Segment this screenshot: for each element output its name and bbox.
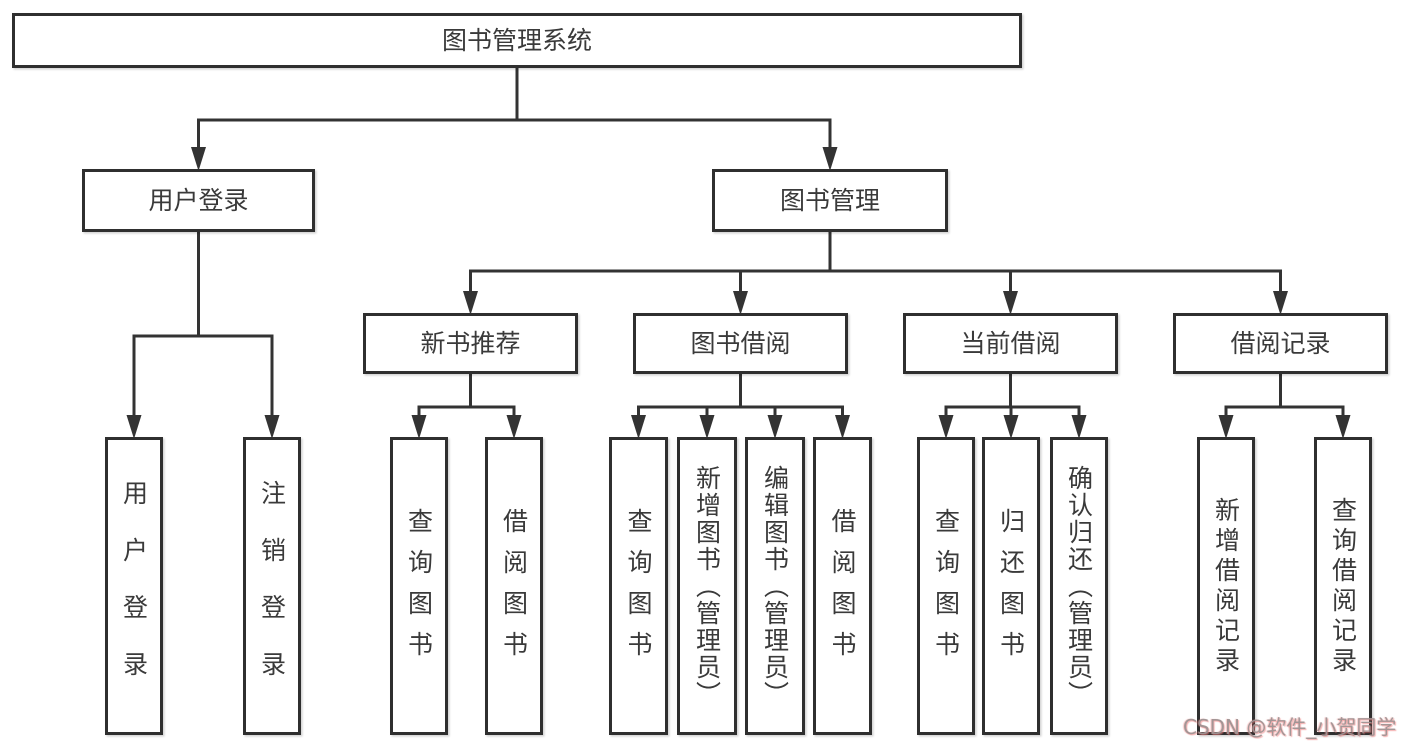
node-label: 用户登录: [148, 186, 249, 215]
node-leaf-confirm-return: 确认归还（管理员）: [1050, 437, 1108, 735]
node-current-borrow: 当前借阅: [903, 313, 1118, 374]
node-label: 图书管理系统: [441, 26, 592, 55]
node-leaf-logout: 注销登录: [243, 437, 301, 735]
node-label: 编辑图书（管理员）: [760, 465, 790, 708]
node-leaf-borrow-book-2: 借阅图书: [813, 437, 872, 735]
arrowhead: [411, 415, 427, 439]
node-leaf-query-borrow-record: 查询借阅记录: [1314, 437, 1372, 735]
node-leaf-query-book-1: 查询图书: [390, 437, 448, 735]
node-label: 图书管理: [779, 186, 880, 215]
node-label: 借阅图书: [499, 508, 529, 672]
node-book-mgmt: 图书管理: [712, 169, 948, 232]
arrowhead: [1071, 415, 1087, 439]
arrowhead: [506, 415, 522, 439]
node-user-login: 用户登录: [82, 169, 315, 232]
node-label: 查询图书: [931, 508, 961, 672]
node-label: 借阅记录: [1230, 329, 1331, 358]
node-leaf-add-book: 新增图书（管理员）: [677, 437, 737, 735]
node-leaf-user-login: 用户登录: [105, 437, 163, 735]
arrowhead: [1003, 415, 1019, 439]
node-leaf-borrow-book-1: 借阅图书: [485, 437, 543, 735]
arrowhead: [767, 415, 783, 439]
arrowhead: [822, 147, 838, 171]
arrowhead: [264, 415, 280, 439]
node-label: 查询图书: [624, 508, 653, 672]
arrowhead: [1218, 415, 1234, 439]
arrowhead: [1003, 291, 1018, 315]
node-label: 借阅图书: [828, 508, 857, 672]
node-leaf-return-book: 归还图书: [982, 437, 1040, 735]
node-label: 注销登录: [257, 480, 287, 708]
arrowhead: [1335, 415, 1351, 439]
node-leaf-query-book-2: 查询图书: [609, 437, 668, 735]
node-label: 当前借阅: [960, 329, 1061, 358]
arrowhead: [1273, 291, 1288, 315]
node-book-borrow: 图书借阅: [633, 313, 848, 374]
watermark: CSDN @软件_小贺同学: [1183, 715, 1397, 739]
node-leaf-edit-book: 编辑图书（管理员）: [745, 437, 805, 735]
node-label: 查询借阅记录: [1328, 497, 1358, 678]
arrowhead: [733, 291, 748, 315]
node-label: 新书推荐: [420, 329, 521, 358]
node-leaf-add-borrow-record: 新增借阅记录: [1197, 437, 1255, 735]
node-label: 图书借阅: [690, 329, 791, 358]
arrowhead: [835, 415, 850, 439]
arrowhead: [938, 415, 954, 439]
node-leaf-query-book-3: 查询图书: [917, 437, 975, 735]
node-label: 查询图书: [404, 508, 434, 672]
arrowhead: [463, 291, 478, 315]
arrowhead: [191, 147, 206, 171]
arrowhead: [631, 415, 646, 439]
arrowhead: [126, 415, 142, 439]
node-label: 确认归还（管理员）: [1064, 465, 1094, 708]
node-system: 图书管理系统: [12, 13, 1022, 68]
node-label: 新增借阅记录: [1211, 497, 1241, 678]
node-label: 归还图书: [996, 508, 1026, 672]
node-new-book-rec: 新书推荐: [363, 313, 578, 374]
node-label: 新增图书（管理员）: [692, 465, 722, 708]
node-label: 用户登录: [119, 480, 149, 708]
node-borrow-record: 借阅记录: [1173, 313, 1388, 374]
arrowhead: [699, 415, 715, 439]
